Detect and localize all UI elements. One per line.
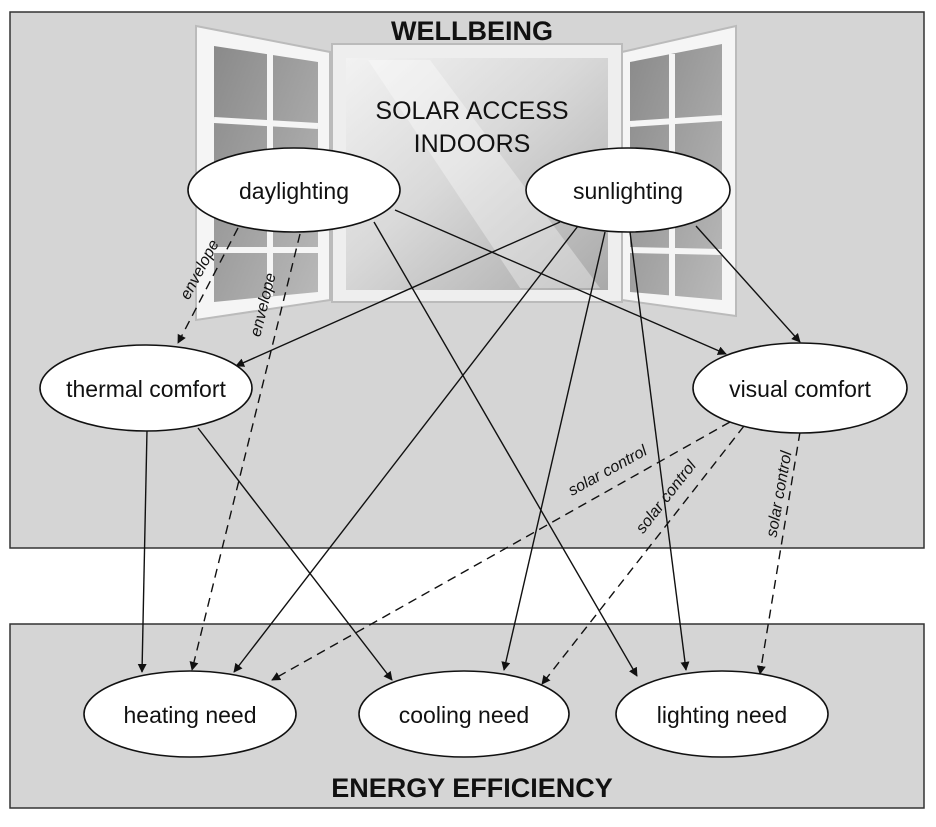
edge-sunlighting-lighting-need [629,231,690,671]
edge-sunlighting-thermal-comfort [235,221,561,367]
node-label-sunlighting: sunlighting [573,178,683,204]
wellbeing-title: WELLBEING [391,16,553,46]
edge-daylighting-lighting-need [373,221,638,677]
node-label-daylighting: daylighting [239,178,349,204]
node-daylighting: daylighting [187,147,401,233]
solar-access-line-1: SOLAR ACCESS [375,97,568,125]
edge-daylighting-visual-comfort [394,209,727,355]
node-label-visual-comfort: visual comfort [729,376,871,402]
node-sunlighting: sunlighting [525,147,731,233]
node-thermal-comfort: thermal comfort [39,344,253,432]
edge-sunlighting-visual-comfort [695,225,801,343]
edge-visual-comfort-heating-need [271,421,731,681]
edge-thermal-comfort-heating-need [137,429,148,673]
edges [137,209,801,685]
node-lighting-need: lighting need [615,670,829,758]
node-heating-need: heating need [83,670,297,758]
node-visual-comfort: visual comfort [692,342,908,434]
edge-visual-comfort-cooling-need [541,425,745,685]
node-label-cooling-need: cooling need [399,702,529,728]
edge-thermal-comfort-cooling-need [197,427,393,681]
edge-sunlighting-heating-need [233,225,579,673]
node-label-heating-need: heating need [123,702,256,728]
node-label-thermal-comfort: thermal comfort [66,376,226,402]
node-label-lighting-need: lighting need [657,702,787,728]
energy-efficiency-title: ENERGY EFFICIENCY [331,773,613,803]
node-cooling-need: cooling need [358,670,570,758]
edge-daylighting-thermal-comfort [177,227,239,344]
edge-visual-comfort-lighting-need [756,431,801,675]
solar-access-line-2: INDOORS [414,130,531,158]
edge-sunlighting-cooling-need [501,231,606,671]
